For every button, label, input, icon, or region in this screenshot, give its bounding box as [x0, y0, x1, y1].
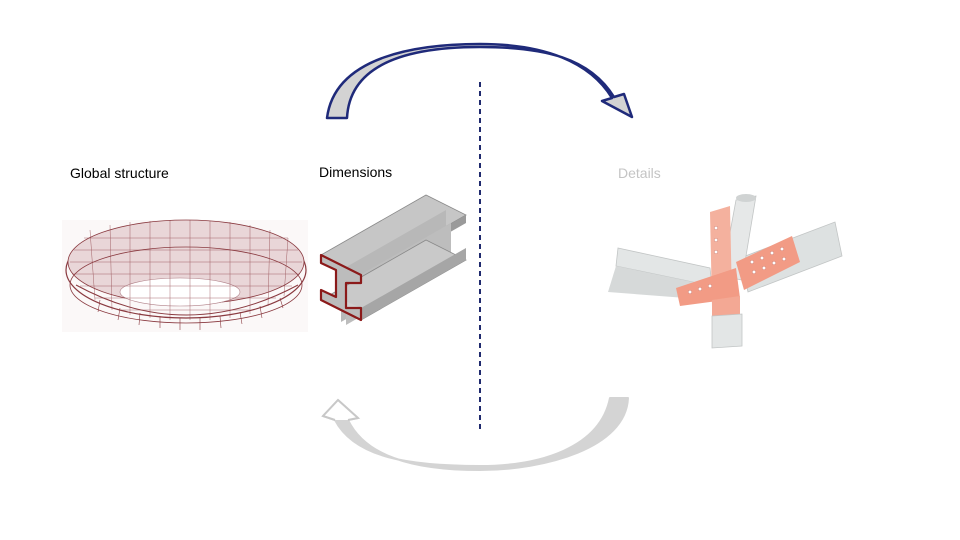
dimensions-label: Dimensions — [319, 164, 393, 180]
global-structure-label: Global structure — [70, 165, 169, 181]
bottom-curved-arrow — [321, 397, 629, 471]
i-beam-icon — [319, 194, 467, 325]
steel-joint-icon — [608, 194, 843, 349]
top-curved-arrow — [325, 42, 634, 120]
stadium-mesh-icon — [62, 219, 308, 332]
details-label: Details — [618, 165, 661, 181]
